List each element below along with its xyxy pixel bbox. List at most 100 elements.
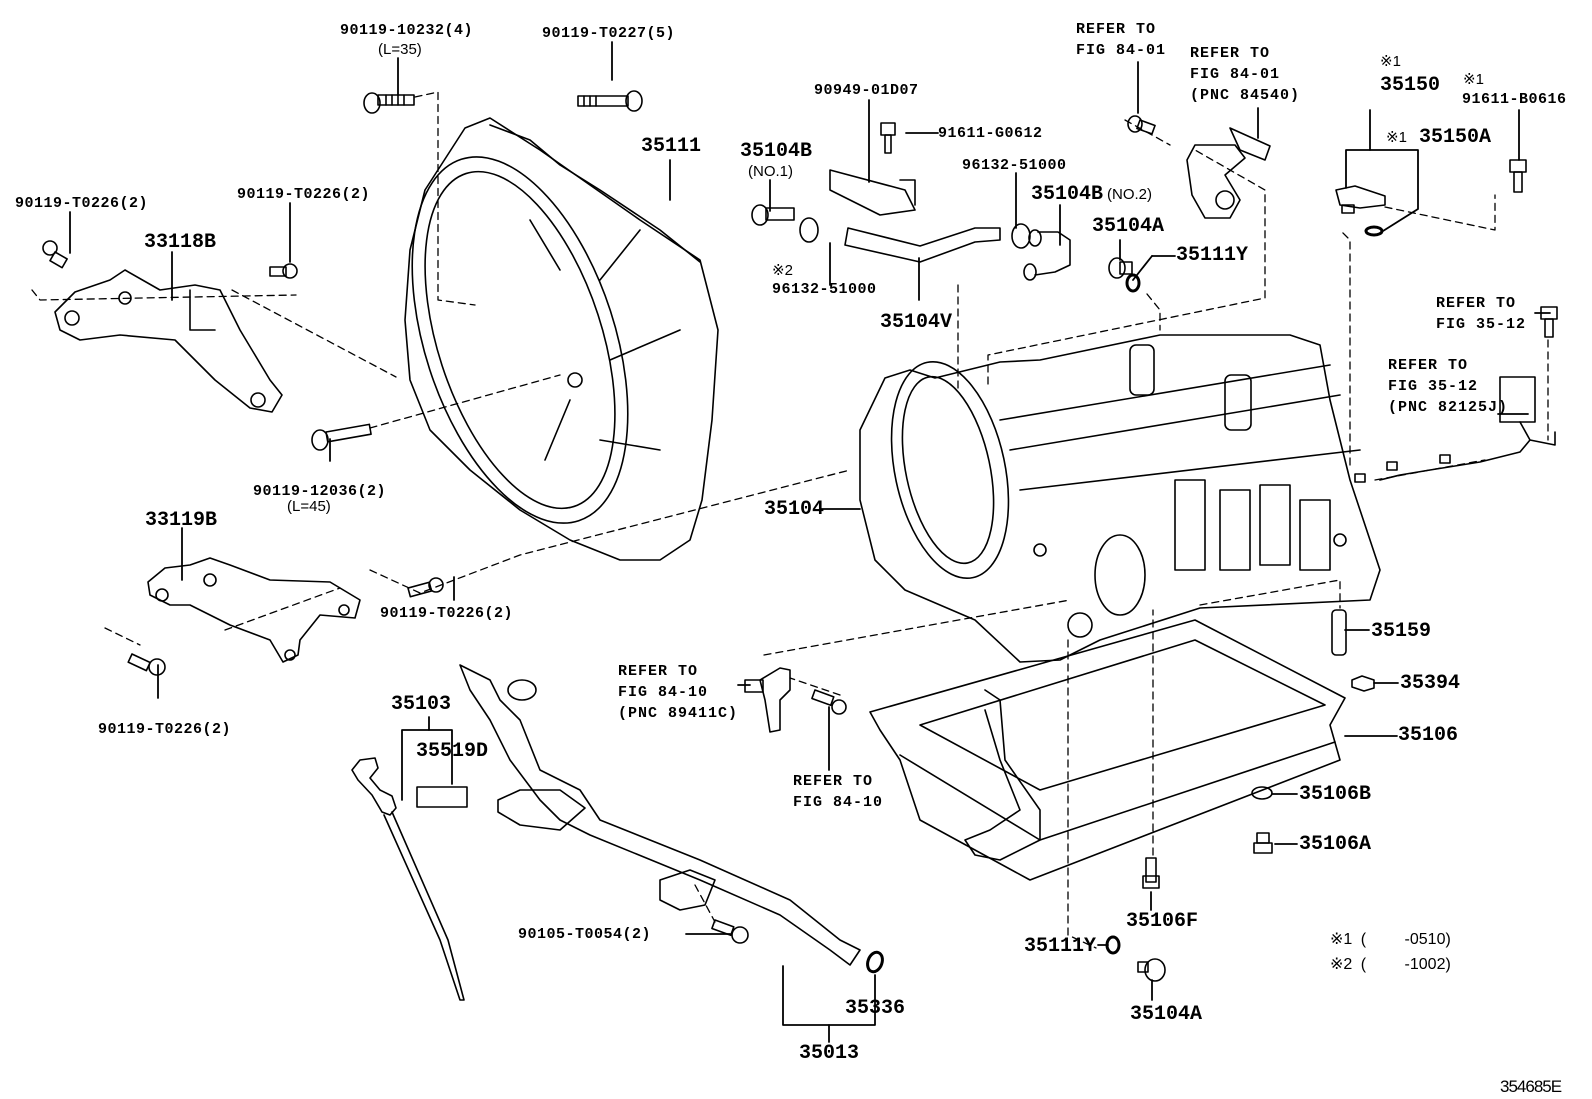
bracket-33118b-icon [54,269,283,413]
refer-line3: (PNC 82125J) [1388,399,1509,416]
part-label-90119-t0227[interactable]: 90119-T0227(5) [542,25,676,42]
bolt-t0226-c-icon [407,577,444,598]
footnote-1-open: ( [1360,931,1367,948]
refer-fig-35-12-harness[interactable]: REFER TO FIG 35-12 (PNC 82125J) [1388,358,1508,421]
oil-pan-35106-icon [869,619,1346,881]
part-label-35111y-bottom[interactable]: 35111Y [1024,935,1097,958]
bolt-b0616-icon [1509,159,1527,193]
plug-35106f-icon [1142,857,1160,889]
clamp-90949-icon [829,169,916,216]
part-label-35159[interactable]: 35159 [1371,620,1432,643]
part-label-35106a[interactable]: 35106A [1299,833,1372,856]
part-label-35519d[interactable]: 35519D [416,740,489,763]
part-sublabel-l35: (L=35) [378,41,422,58]
part-label-91611-b0616[interactable]: 91611-B0616 [1462,91,1567,108]
bolt-g0612-icon [880,122,896,154]
part-label-35111[interactable]: 35111 [641,135,702,158]
bolt-t0226-a-icon [42,240,68,269]
footnote-1-range: -0510) [1404,931,1451,948]
sensor-84540-icon [1186,127,1271,219]
clip-96132-a-icon [799,217,819,243]
bolt-t0226-d-icon [127,653,166,676]
bolt-10232-icon [363,92,415,114]
part-label-90119-t0226-d[interactable]: 90119-T0226(2) [98,721,232,738]
part-label-35104a-bottom[interactable]: 35104A [1130,1003,1203,1026]
bolt-t0226-b-icon [269,263,298,279]
clip-96132-b-icon [1011,223,1031,249]
footnote-1: ※1 ( -0510) [1330,932,1451,948]
refer-fig-84-10-sensor[interactable]: REFER TO FIG 84-10 (PNC 89411C) [618,664,738,727]
part-label-35104b-no2[interactable]: 35104B [1031,183,1104,206]
part-label-33118b[interactable]: 33118B [144,231,217,254]
footnote-2-mark: ※2 [1330,956,1353,973]
bolt-84-01-icon [1127,115,1156,135]
part-label-35013[interactable]: 35013 [799,1042,860,1065]
part-label-35103[interactable]: 35103 [391,693,452,716]
part-label-35150[interactable]: 35150 [1380,74,1441,97]
refer-line1: REFER TO [1388,357,1469,374]
harness-82125j-icon [1354,376,1556,483]
refer-fig-84-10-bolt[interactable]: REFER TO FIG 84-10 [793,774,883,816]
part-label-35150a[interactable]: 35150A [1419,126,1492,149]
part-label-96132-51000-b[interactable]: 96132-51000 [772,281,877,298]
part-label-35394[interactable]: 35394 [1400,672,1461,695]
refer-line2: FIG 35-12 [1388,378,1479,395]
bell-housing-35111-icon [404,117,719,561]
part-label-90119-t0226-a[interactable]: 90119-T0226(2) [15,195,149,212]
footnote-mark-2: ※2 [772,262,793,279]
refer-fig-84-01-sensor[interactable]: REFER TO FIG 84-01 (PNC 84540) [1190,46,1300,109]
label-35519d-icon [416,786,468,808]
footnote-mark-1-35150a: ※1 [1386,129,1407,146]
part-label-96132-51000-a[interactable]: 96132-51000 [962,157,1067,174]
oring-35111y-bottom-icon [1105,935,1121,955]
part-label-35106f[interactable]: 35106F [1126,910,1199,933]
footnote-2: ※2 ( -1002) [1330,957,1451,973]
part-label-35106[interactable]: 35106 [1398,724,1459,747]
oring-35336-icon [866,950,884,974]
part-label-35104a-top[interactable]: 35104A [1092,215,1165,238]
part-label-90105-t0054[interactable]: 90105-T0054(2) [518,926,652,943]
dipstick-35103-icon [351,757,465,1001]
magnet-35394-icon [1351,675,1375,692]
plug-35106a-icon [1253,832,1273,854]
plug-35104a-bottom-icon [1137,958,1166,982]
part-label-35111y-top[interactable]: 35111Y [1176,244,1249,267]
bolt-t0227-icon [577,90,643,112]
part-label-35104v[interactable]: 35104V [880,311,953,334]
footnote-1-mark: ※1 [1330,931,1353,948]
footnote-mark-1-b0616: ※1 [1463,71,1484,88]
refer-line1: REFER TO [618,663,699,680]
bracket-33119b-icon [147,557,361,663]
part-label-35104[interactable]: 35104 [764,498,825,521]
hose-35104v-icon [844,227,1001,263]
part-sublabel-no2: (NO.2) [1107,186,1152,203]
part-label-90119-12036[interactable]: 90119-12036(2) [253,483,387,500]
part-label-35336[interactable]: 35336 [845,997,906,1020]
oring-35111y-top-icon [1125,273,1141,293]
refer-fig-84-01-bolt[interactable]: REFER TO FIG 84-01 [1076,22,1166,64]
footnote-2-range: -1002) [1404,956,1451,973]
part-label-90119-t0226-c[interactable]: 90119-T0226(2) [380,605,514,622]
refer-line2: FIG 35-12 [1436,316,1527,333]
refer-line1: REFER TO [1190,45,1271,62]
refer-line2: FIG 84-01 [1190,66,1281,83]
part-label-35106b[interactable]: 35106B [1299,783,1372,806]
pipe-35159-icon [1331,609,1347,656]
refer-line2: FIG 84-10 [618,684,709,701]
bolt-t0054-icon [711,919,749,944]
filler-tube-35013-icon [459,664,861,966]
part-label-90119-10232[interactable]: 90119-10232(4) [340,22,474,39]
part-label-90119-t0226-b[interactable]: 90119-T0226(2) [237,186,371,203]
part-label-90949-01d07[interactable]: 90949-01D07 [814,82,919,99]
part-label-33119b[interactable]: 33119B [145,509,218,532]
refer-fig-35-12-bolt[interactable]: REFER TO FIG 35-12 [1436,296,1526,338]
refer-line1: REFER TO [793,773,874,790]
part-label-35104b-no1[interactable]: 35104B [740,140,813,163]
plug-35104a-top-icon [1108,257,1133,279]
part-label-91611-g0612[interactable]: 91611-G0612 [938,125,1043,142]
sensor-89411c-icon [744,667,791,733]
leader-lines [69,41,1551,1043]
sensor-35150-icon [1335,185,1386,214]
